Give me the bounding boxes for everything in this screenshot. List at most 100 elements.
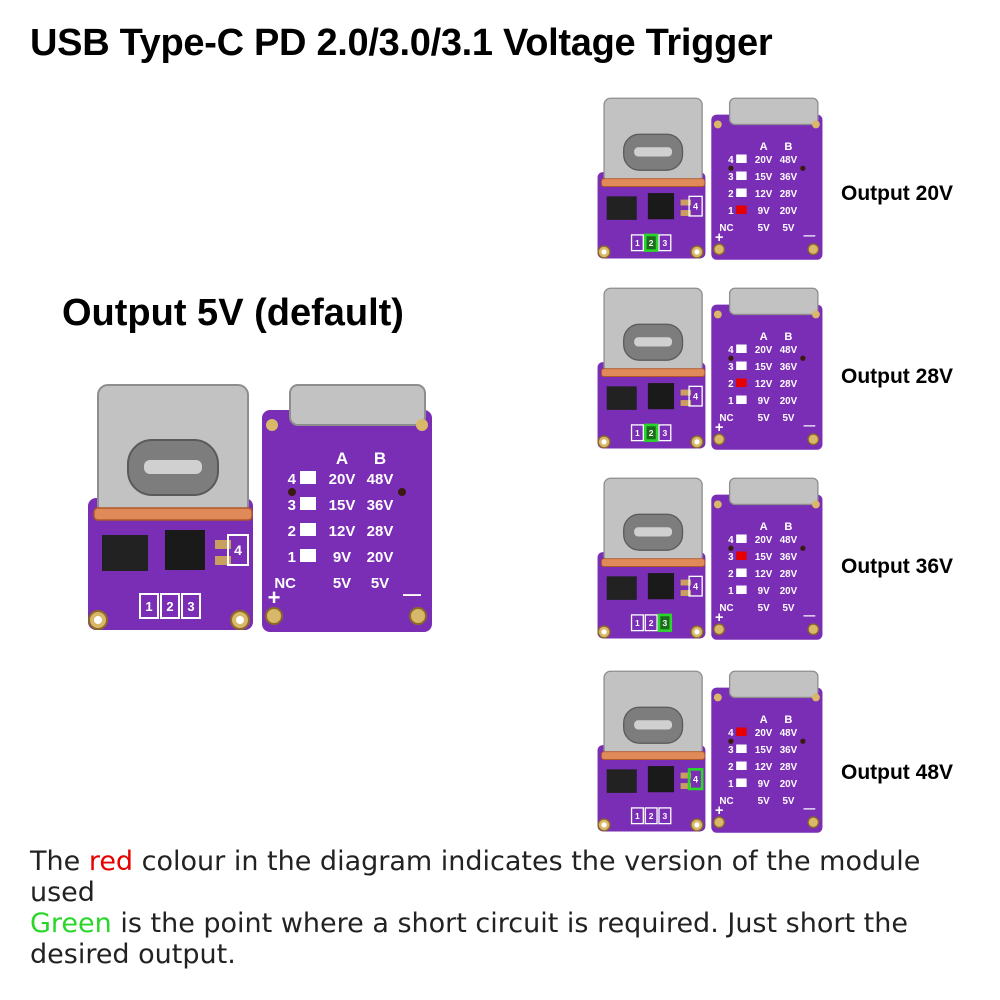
voltage-a: 9V (333, 549, 351, 566)
row-number: 2 (728, 379, 734, 390)
green-keyword: Green (30, 908, 112, 939)
jumper-pad (736, 585, 747, 594)
minus-sign: — (804, 229, 816, 242)
voltage-b: 48V (780, 155, 798, 166)
voltage-b: 48V (780, 728, 798, 739)
voltage-a: 9V (758, 586, 770, 597)
output-48v-label: Output 48V (841, 761, 954, 784)
smd-resistor (680, 783, 692, 789)
config-pad (644, 807, 658, 825)
minus-sign: — (804, 419, 816, 432)
usb-c-tongue (634, 527, 673, 537)
voltage-b: 28V (780, 189, 798, 200)
default-output-label: Output 5V (default) (62, 292, 404, 334)
config-pad-label: 2 (166, 599, 173, 614)
mount-pad (713, 693, 722, 702)
voltage-b: 5V (782, 413, 794, 424)
row-number: NC (719, 223, 733, 234)
red-keyword: red (88, 846, 134, 877)
via-hole (728, 165, 734, 171)
jumper-pad (736, 744, 747, 753)
config-pad-label: 3 (663, 428, 668, 438)
output-pad-minus (807, 816, 820, 829)
config-pad (658, 424, 672, 442)
voltage-a: 12V (755, 379, 773, 390)
regulator-chip (606, 386, 637, 410)
voltage-a: 20V (329, 471, 356, 488)
voltage-a: 5V (758, 413, 770, 424)
usb-c-tongue (144, 460, 202, 474)
regulator-chip (606, 196, 637, 220)
via-hole (728, 738, 734, 744)
smd-resistor (680, 389, 692, 396)
smd-resistor (680, 210, 692, 216)
voltage-a: 5V (758, 223, 770, 234)
mount-pad (812, 310, 820, 319)
row-number: 2 (728, 762, 734, 773)
voltage-b: 36V (780, 362, 798, 373)
plus-sign: + (715, 420, 723, 436)
voltage-a: 15V (329, 497, 356, 514)
voltage-a: 20V (755, 345, 773, 356)
column-header-b: B (784, 521, 792, 533)
voltage-a: 15V (755, 552, 773, 563)
voltage-a: 9V (758, 779, 770, 790)
voltage-b: 48V (780, 535, 798, 546)
controller-chip (647, 383, 675, 410)
minus-sign: — (403, 584, 421, 604)
config-pad-label: 3 (663, 238, 668, 248)
jumper-pad (736, 171, 747, 180)
smd-resistor (680, 400, 692, 406)
jumper-pad (736, 778, 747, 787)
explanation-note: The red colour in the diagram indicates … (30, 846, 980, 970)
voltage-b: 36V (780, 745, 798, 756)
note-line-red: The red colour in the diagram indicates … (30, 846, 980, 908)
voltage-b: 36V (780, 172, 798, 183)
voltage-a: 15V (755, 172, 773, 183)
via-hole (800, 355, 806, 361)
via-hole (800, 545, 806, 551)
column-header-b: B (784, 714, 792, 726)
connector-solder-band (600, 558, 706, 568)
config-pad (630, 424, 644, 442)
mount-hole (236, 616, 244, 624)
voltage-a: 15V (755, 362, 773, 373)
connector-solder-band (600, 751, 706, 761)
row-number: 2 (728, 189, 734, 200)
row-number: 4 (728, 155, 734, 166)
usb-c-shell-back (728, 287, 819, 316)
via-hole (728, 545, 734, 551)
back-pcb (262, 410, 432, 632)
voltage-b: 36V (367, 497, 394, 514)
via-hole (398, 488, 406, 496)
row-number: 3 (728, 362, 734, 373)
selected-jumper-pad (736, 727, 747, 736)
config-pad-label: 2 (649, 428, 654, 438)
config-pad-4-label: 4 (693, 774, 699, 784)
output-pad-plus (713, 623, 726, 636)
row-number: NC (274, 575, 296, 592)
output-pad-plus (713, 433, 726, 446)
selected-jumper-pad (736, 551, 747, 560)
jumper-pad (736, 761, 747, 770)
minus-sign: — (804, 609, 816, 622)
config-pad-4 (688, 385, 703, 407)
config-pad-label: 2 (649, 238, 654, 248)
column-header-b: B (374, 449, 386, 468)
config-pad-4-label: 4 (693, 581, 699, 591)
connector-solder-band (600, 178, 706, 188)
voltage-a: 5V (333, 575, 351, 592)
mount-hole (601, 629, 607, 635)
via-hole (288, 488, 296, 496)
controller-chip (647, 766, 675, 793)
voltage-b: 5V (782, 796, 794, 807)
row-number: 2 (288, 523, 296, 540)
column-header-b: B (784, 331, 792, 343)
back-pcb (711, 304, 823, 450)
row-number: 4 (728, 345, 734, 356)
config-pad (160, 593, 180, 619)
